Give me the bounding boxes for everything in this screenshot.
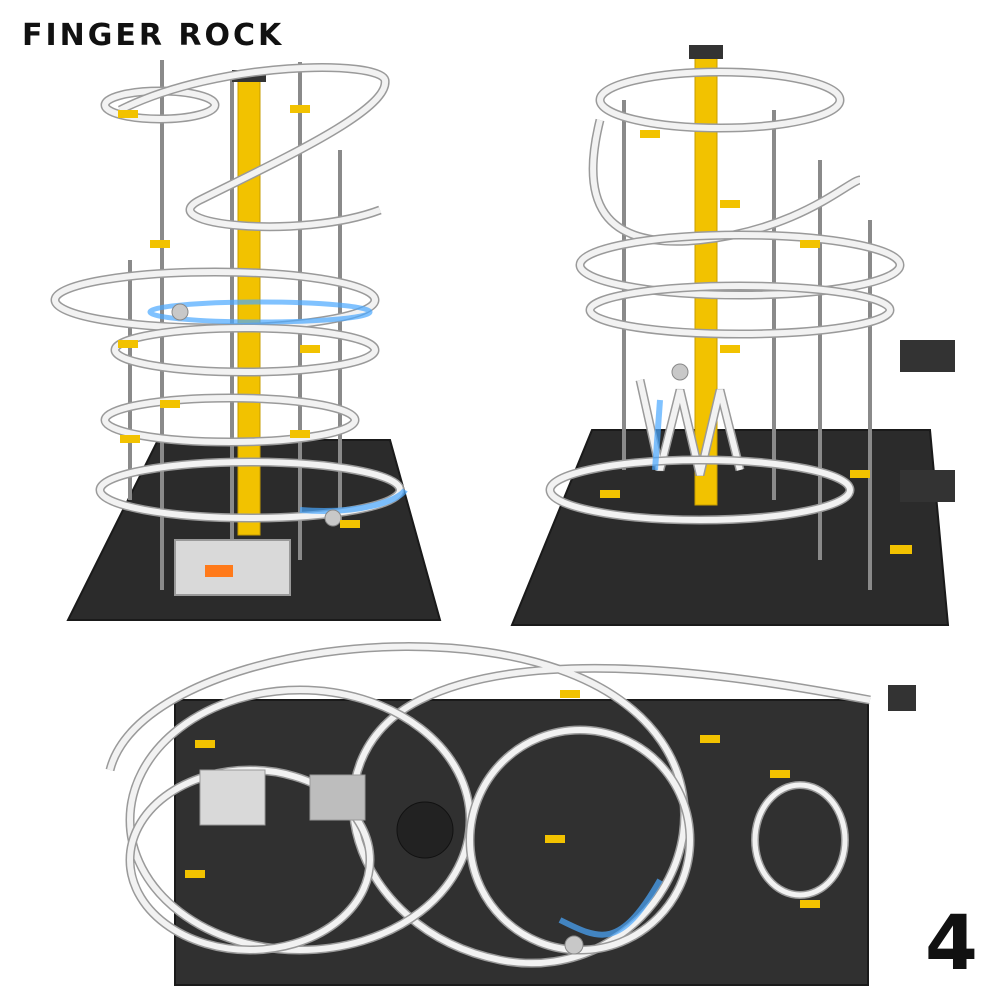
tower-right [545,45,955,590]
page-number: 4 [925,898,978,987]
tower-left [50,60,408,596]
brand-logo: FINGER ROCK [22,18,285,53]
top-view-layout [105,642,916,968]
